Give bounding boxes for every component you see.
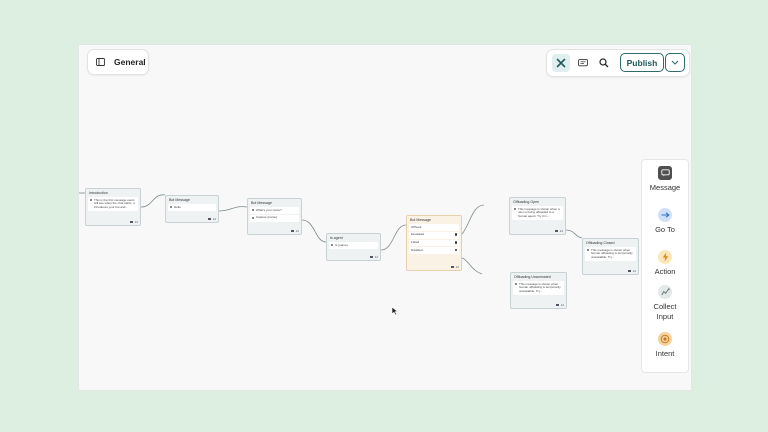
palette-item-intent[interactable]: Intent — [642, 332, 688, 359]
node-palette-panel: Message Go To Action Collect Input Inten… — [641, 159, 689, 373]
arrow-right-icon — [658, 208, 672, 222]
node-footer: 12 — [554, 229, 563, 233]
mouse-cursor-icon — [391, 306, 399, 316]
node-title: Bot Message — [251, 201, 272, 205]
node-row: This message is shown when human offload… — [585, 247, 636, 262]
node-row: Offhook — [409, 224, 459, 231]
node-title: Offloading Open — [513, 200, 540, 204]
publish-button[interactable]: Publish — [620, 53, 664, 72]
node-title: Offloading Closed — [586, 241, 615, 245]
palette-item-go-to[interactable]: Go To — [642, 208, 688, 235]
node-footer: 12 — [627, 269, 636, 273]
collect-input-icon — [658, 285, 672, 299]
flow-canvas[interactable]: General Publish Introduction This is — [78, 44, 692, 391]
node-footer: 12 — [555, 303, 564, 307]
target-icon — [658, 332, 672, 346]
flow-node-condition[interactable]: Is agent Is {name} 12 — [326, 233, 381, 261]
flow-node-bot-message-selected[interactable]: Bot Message Offhook Escalated Failed Dis… — [406, 215, 462, 271]
toolbar: Publish — [546, 49, 690, 77]
palette-item-label: Message — [649, 183, 681, 192]
palette-item-message[interactable]: Message — [642, 166, 688, 193]
flow-node-offloading-open[interactable]: Offloading Open This message is shown wh… — [509, 197, 566, 235]
palette-item-label: Go To — [655, 225, 675, 234]
node-row: Capture {name} — [250, 214, 299, 222]
flow-title: General — [114, 57, 146, 67]
node-row: Is {name} — [329, 242, 378, 249]
palette-item-label: Collect Input — [653, 302, 677, 321]
message-icon — [658, 166, 672, 180]
flow-node-bot-message[interactable]: Bot Message What's your name? Capture {n… — [247, 198, 302, 235]
node-row: This message is shown when human offload… — [513, 281, 564, 296]
node-title: Bot Message — [410, 218, 431, 222]
node-footer: 12 — [129, 220, 138, 224]
comment-icon — [578, 58, 588, 68]
node-row: This message is shown when a user is bei… — [512, 206, 563, 221]
port-dot[interactable] — [454, 248, 457, 252]
flow-node-offloading-unanimated[interactable]: Offloading Unanimated This message is sh… — [510, 272, 567, 309]
flow-node-offloading-closed[interactable]: Offloading Closed This message is shown … — [582, 238, 639, 275]
flow-node-introduction[interactable]: Introduction This is the first message u… — [85, 188, 141, 226]
node-footer: 12 — [290, 229, 299, 233]
tools-icon — [556, 58, 566, 68]
lightning-icon — [658, 250, 672, 264]
palette-item-label: Intent — [655, 349, 675, 358]
port-dot[interactable] — [454, 241, 457, 244]
node-footer: 12 — [450, 265, 459, 269]
node-row: Failed — [409, 239, 459, 247]
build-tools-button[interactable] — [552, 54, 570, 72]
palette-item-collect-input[interactable]: Collect Input — [642, 285, 688, 322]
flow-name-card[interactable]: General — [87, 49, 149, 75]
node-row: What's your name? — [250, 207, 299, 214]
chevron-down-icon — [671, 60, 679, 65]
node-title: Bot Message — [169, 198, 190, 202]
node-row: This is the first message users will see… — [88, 197, 138, 212]
node-row: Hello — [168, 204, 216, 211]
node-title: Is agent — [330, 236, 343, 240]
node-footer: 12 — [369, 255, 378, 259]
palette-item-action[interactable]: Action — [642, 250, 688, 277]
publish-options-button[interactable] — [665, 53, 685, 72]
node-title: Introduction — [89, 191, 108, 195]
search-icon — [599, 58, 609, 68]
palette-item-label: Action — [654, 267, 676, 276]
flow-node-bot-message[interactable]: Bot Message Hello 12 — [165, 195, 219, 223]
node-row: Disabled — [409, 247, 459, 254]
port-dot[interactable] — [454, 233, 457, 236]
node-title: Offloading Unanimated — [514, 275, 551, 279]
node-footer: 12 — [207, 217, 216, 221]
sidebar-toggle-icon[interactable] — [96, 58, 105, 66]
node-row: Escalated — [409, 231, 459, 239]
search-button[interactable] — [595, 54, 613, 72]
comments-button[interactable] — [574, 54, 592, 72]
